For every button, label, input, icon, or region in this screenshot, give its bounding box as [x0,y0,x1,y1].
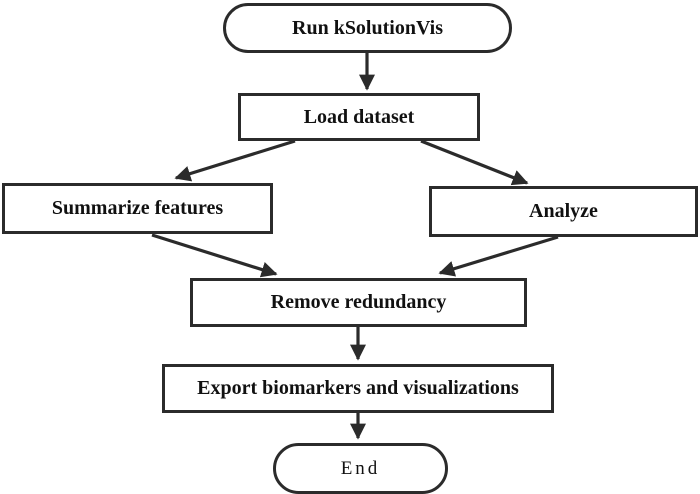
edge-analyze-to-remove [438,235,559,277]
node-summarize-features: Summarize features [2,183,273,234]
node-analyze-label: Analyze [529,200,598,222]
node-analyze: Analyze [429,186,698,237]
edge-summarize-to-remove [151,233,278,278]
node-end: End [273,443,448,494]
node-run-ksolutionvis-label: Run kSolutionVis [292,16,443,39]
node-remove-redundancy-label: Remove redundancy [270,291,447,313]
edge-load-to-summarize [174,139,296,182]
node-export-biomarkers: Export biomarkers and visualizations [162,364,554,413]
node-summarize-features-label: Summarize features [51,197,224,219]
node-load-dataset-label: Load dataset [303,105,415,128]
node-remove-redundancy: Remove redundancy [190,278,527,327]
edge-load-to-analyze [420,139,529,186]
node-export-biomarkers-label: Export biomarkers and visualizations [197,377,519,399]
node-load-dataset: Load dataset [238,93,480,141]
node-end-label: End [340,457,381,479]
node-run-ksolutionvis: Run kSolutionVis [223,3,512,53]
